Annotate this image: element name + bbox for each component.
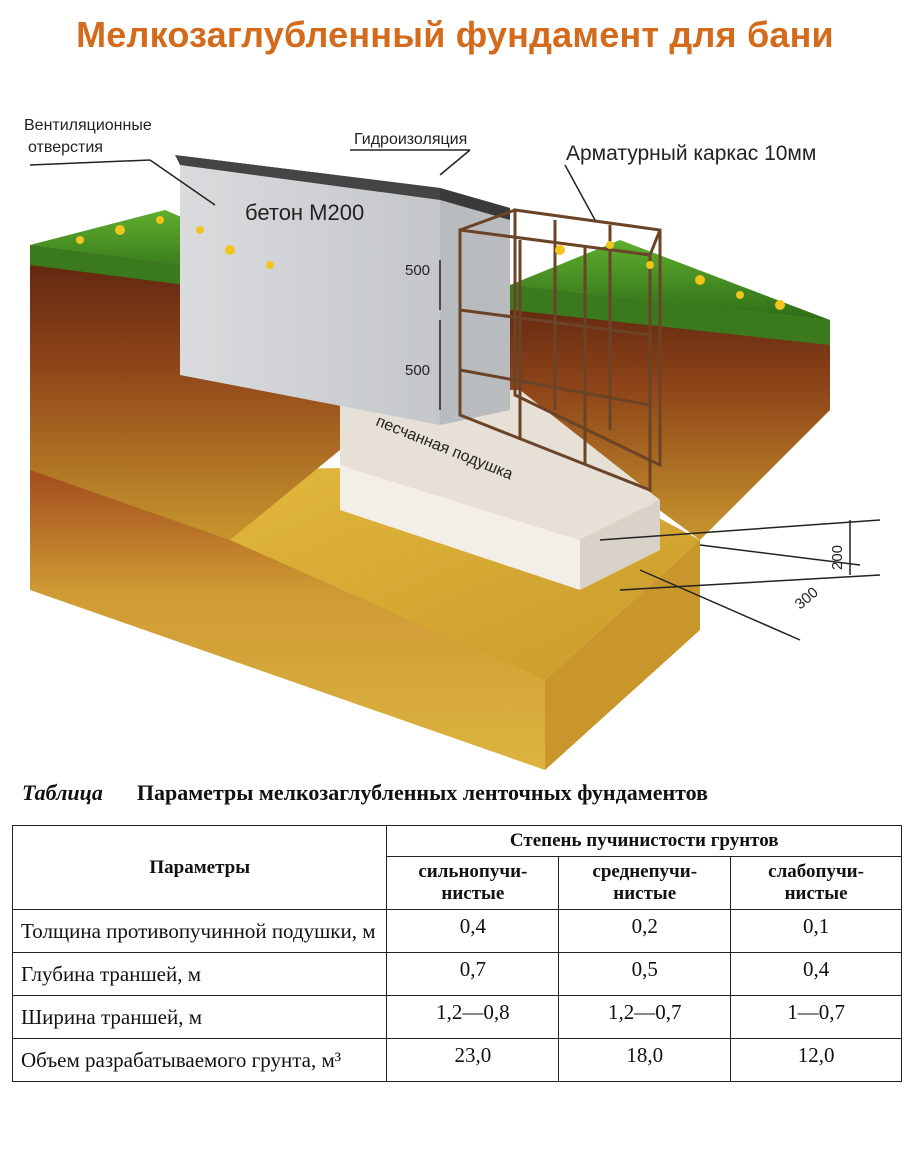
row-value-medium: 1,2—0,7 <box>558 995 732 1039</box>
dim-upper-500: 500 <box>405 262 430 279</box>
right-soil-block <box>510 240 830 540</box>
dim-lower-500: 500 <box>405 362 430 379</box>
header-heaving-degree: Степень пучинистости грунтов <box>386 825 902 857</box>
table-subheader-row: сильнопучи- нистые среднепучи- нистые сл… <box>13 856 902 910</box>
table-caption: Таблица Параметры мелкозаглубленных ленто… <box>22 780 708 806</box>
row-param: Ширина траншей, м <box>11 995 388 1039</box>
foundation-diagram: Вентиляционные отверстия Гидроизоляция А… <box>24 117 881 770</box>
row-param: Глубина траншей, м <box>11 952 388 996</box>
row-value-medium: 0,5 <box>558 952 732 996</box>
table-caption-text: Параметры мелкозаглубленных ленточных фу… <box>136 780 709 805</box>
row-value-strong: 1,2—0,8 <box>386 995 560 1039</box>
table-row: Глубина траншей, м 0,7 0,5 0,4 <box>11 952 902 996</box>
header-params: Параметры <box>11 825 388 910</box>
header-strong-heaving: сильнопучи- нистые <box>386 856 560 910</box>
sand-cushion <box>340 390 660 590</box>
row-value-medium: 0,2 <box>558 909 732 953</box>
concrete-label: бетон М200 <box>245 200 364 225</box>
row-value-medium: 18,0 <box>558 1038 732 1082</box>
rebar-cage <box>458 208 662 493</box>
row-value-weak: 0,1 <box>730 909 902 953</box>
row-param: Объем разрабатываемого грунта, м³ <box>11 1038 388 1082</box>
concrete-wall <box>175 155 510 425</box>
row-value-strong: 0,7 <box>386 952 560 996</box>
row-value-weak: 1—0,7 <box>730 995 902 1039</box>
table-row: Толщина противопучинной подушки, м 0,4 0… <box>11 909 902 953</box>
row-value-strong: 0,4 <box>386 909 560 953</box>
ventilation-label-line1: Вентиляционные <box>24 117 152 134</box>
table-row: Объем разрабатываемого грунта, м³ 23,0 1… <box>11 1038 902 1082</box>
page-title: Мелкозаглубленный фундамент для бани <box>76 14 834 55</box>
row-value-weak: 0,4 <box>730 952 902 996</box>
rebar-label: Арматурный каркас 10мм <box>566 142 816 165</box>
dim-cushion-height: 200 <box>829 545 846 570</box>
table-row: Ширина траншей, м 1,2—0,8 1,2—0,7 1—0,7 <box>11 995 902 1039</box>
row-value-strong: 23,0 <box>386 1038 560 1082</box>
flowers <box>76 216 785 310</box>
leader-lines <box>29 149 881 641</box>
parameters-table: Параметры Степень пучинистости грунтов с… <box>11 825 902 1082</box>
ventilation-label-line2: отверстия <box>28 139 103 156</box>
table-caption-prefix: Таблица <box>22 780 103 805</box>
table-header-row: Параметры Степень пучинистости грунтов <box>11 825 902 910</box>
row-param: Толщина противопучинной подушки, м <box>11 909 388 953</box>
header-weak-heaving: слабопучи- нистые <box>730 856 902 910</box>
row-value-weak: 12,0 <box>730 1038 902 1082</box>
waterproofing-label: Гидроизоляция <box>354 131 467 148</box>
dim-cushion-width: 300 <box>792 584 822 613</box>
header-medium-heaving: среднепучи- нистые <box>558 856 732 910</box>
